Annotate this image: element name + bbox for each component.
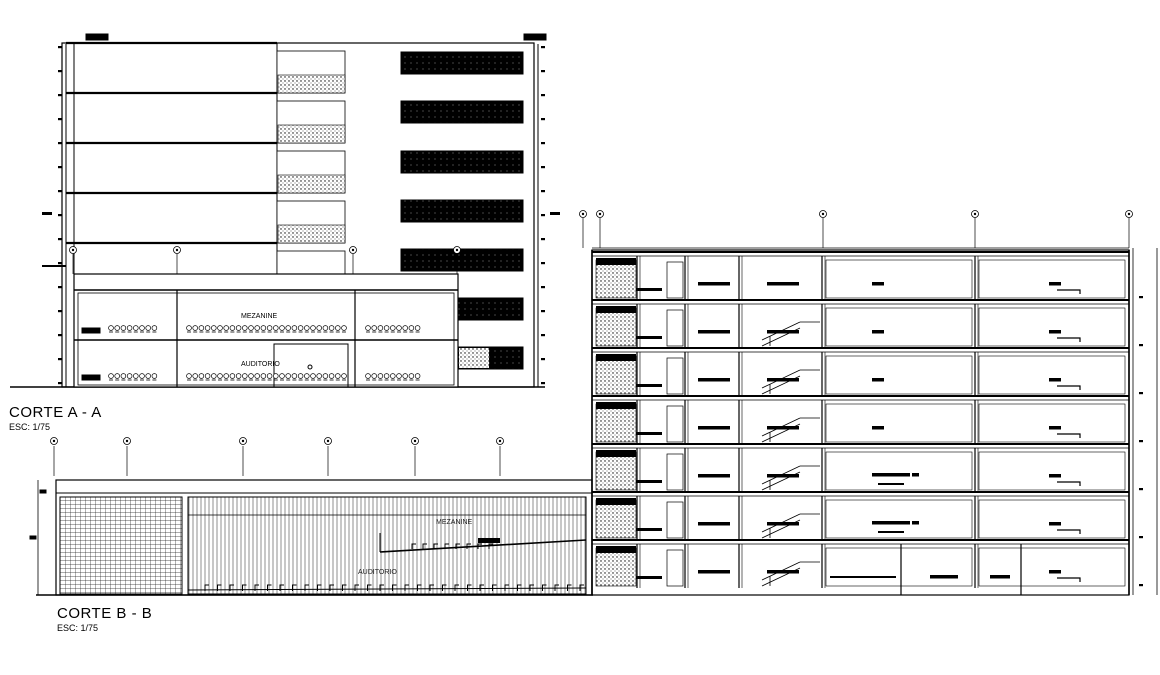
section-a-title: CORTE A - A [9,404,102,421]
section-a-mezzanine-label: MEZANINE [241,313,278,320]
section-a-scale: ESC: 1/75 [9,422,51,432]
section-a-auditorium-label: AUDITORIO [241,361,280,368]
section-b-title: CORTE B - B [57,605,153,622]
section-a-drawing [10,33,560,388]
section-b-scale: ESC: 1/75 [57,623,99,633]
building-section-right [579,210,1158,596]
section-a-title-block: CORTE A - A ESC: 1/75 [9,404,102,432]
section-b-drawing [29,437,593,596]
section-b-mezzanine-label: MEZANINE [436,519,473,526]
section-b-auditorium-label: AUDITORIO [358,569,397,576]
section-b-title-block: CORTE B - B ESC: 1/75 [57,605,152,633]
